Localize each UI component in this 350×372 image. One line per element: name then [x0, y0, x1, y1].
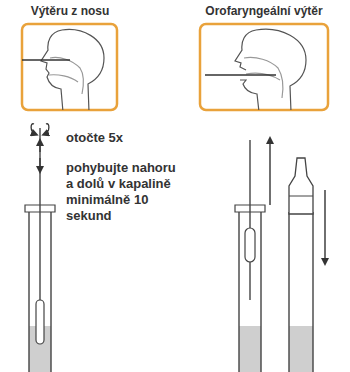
head-nose-swab [22, 30, 104, 110]
instruction-text: otočte 5x [66, 130, 156, 146]
instruction-text: pohybujte nahoru a dolů v kapalině minim… [66, 160, 178, 224]
tube-left [25, 124, 55, 372]
head-throat-swab [205, 29, 306, 110]
image-panel: Výtěru z nosu [12, 4, 128, 19]
image-panel: Orofaryngeální výtěr [189, 4, 339, 19]
tube-swab-out [235, 140, 270, 372]
image-frame [200, 24, 328, 110]
panel-title: Orofaryngeální výtěr [189, 4, 339, 19]
tube-capped [289, 158, 325, 372]
panel-title: Výtěru z nosu [12, 4, 128, 19]
